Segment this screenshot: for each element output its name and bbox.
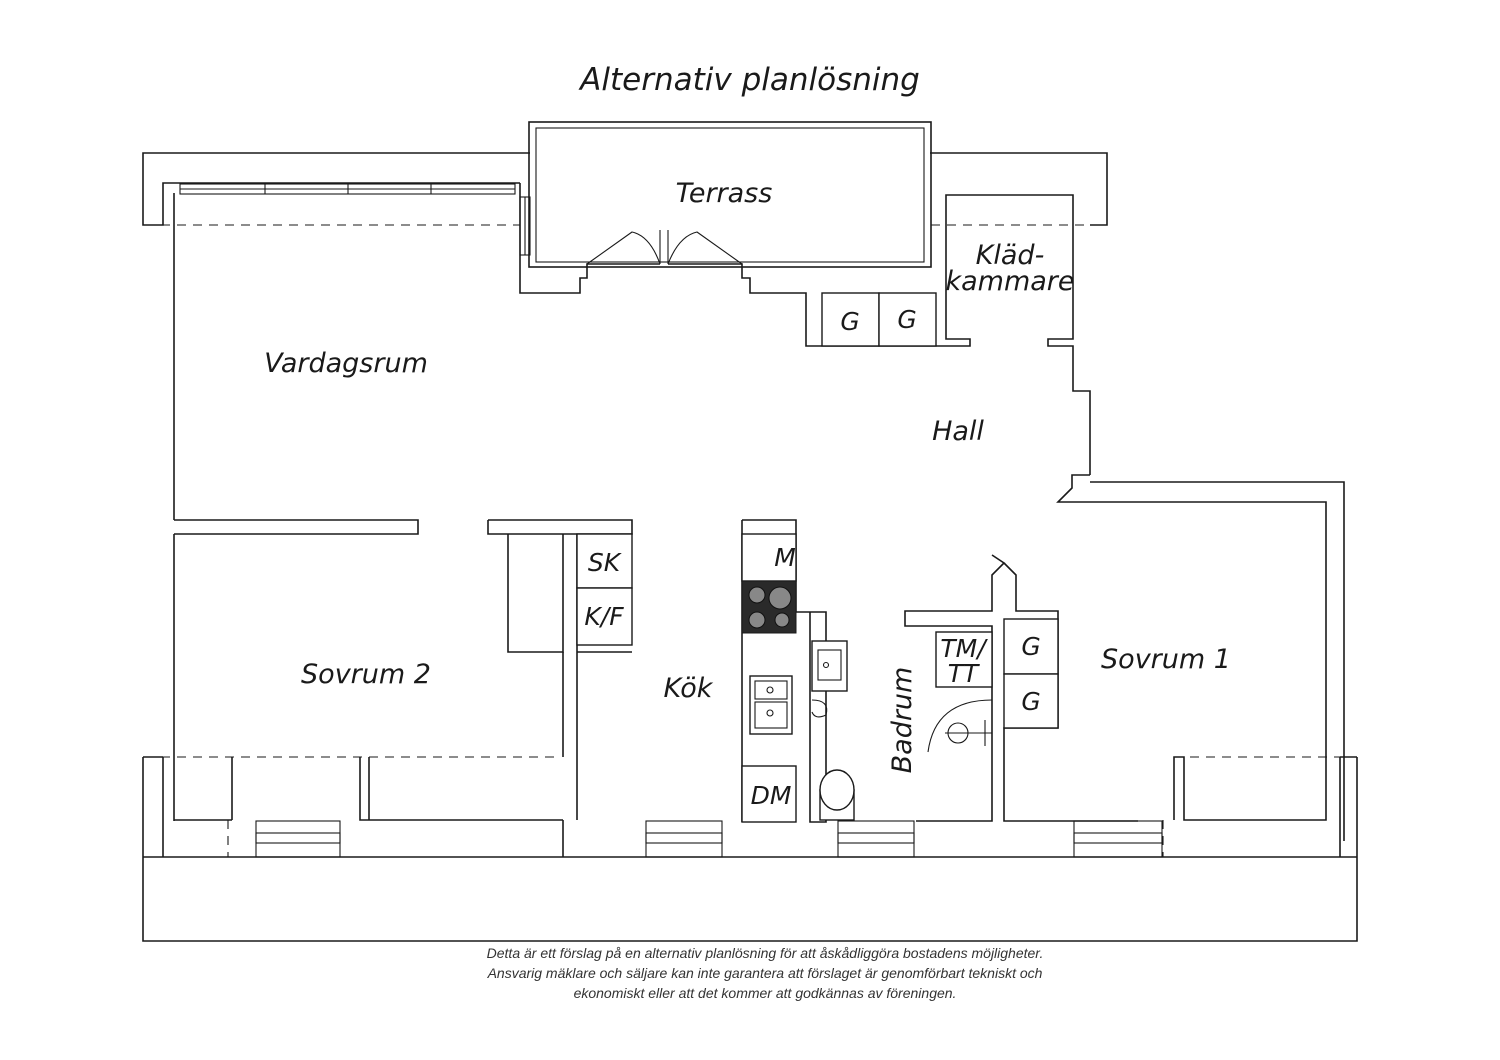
room-label-kladkammare-line1: Kläd- xyxy=(976,240,1045,271)
fixture-label-tm: TM/ xyxy=(940,634,988,663)
dashed-overhangs xyxy=(145,224,1355,857)
hall-wardrobes xyxy=(821,292,937,347)
room-label-badrum: Badrum xyxy=(887,667,918,774)
room-label-hall: Hall xyxy=(932,416,984,447)
room-label-vardagsrum: Vardagsrum xyxy=(264,348,428,379)
terrace xyxy=(519,121,1091,475)
fixture-label-m: M xyxy=(774,543,796,572)
disclaimer-line: Ansvarig mäklare och säljare kan inte ga… xyxy=(487,965,1043,981)
fixture-label-dm: DM xyxy=(751,781,792,810)
disclaimer: Detta är ett förslag på en alternativ pl… xyxy=(300,943,1230,1003)
fixture-label-g4: G xyxy=(1021,687,1040,716)
plan-title: Alternativ planlösning xyxy=(580,62,920,98)
fixture-label-kf: K/F xyxy=(584,602,624,631)
fixture-label-sk: SK xyxy=(588,548,623,577)
bottom-windows xyxy=(255,820,1163,858)
top-windows xyxy=(179,183,531,256)
disclaimer-line: Detta är ett förslag på en alternativ pl… xyxy=(486,945,1044,961)
fixture-label-g2: G xyxy=(897,305,916,334)
fixture-label-g3: G xyxy=(1021,632,1040,661)
bathroom-fixtures xyxy=(811,618,1059,821)
kitchen-units xyxy=(576,533,797,823)
room-label-kok: Kök xyxy=(664,673,714,704)
fixture-label-tt: TT xyxy=(948,659,980,688)
disclaimer-line: ekonomiskt eller att det kommer att godk… xyxy=(573,985,957,1001)
room-label-kladkammare-line2: kammare xyxy=(945,266,1074,297)
room-label-sovrum1: Sovrum 1 xyxy=(1101,644,1231,675)
fixture-label-g1: G xyxy=(840,307,859,336)
room-label-terrass: Terrass xyxy=(676,178,773,209)
room-label-sovrum2: Sovrum 2 xyxy=(301,659,431,690)
